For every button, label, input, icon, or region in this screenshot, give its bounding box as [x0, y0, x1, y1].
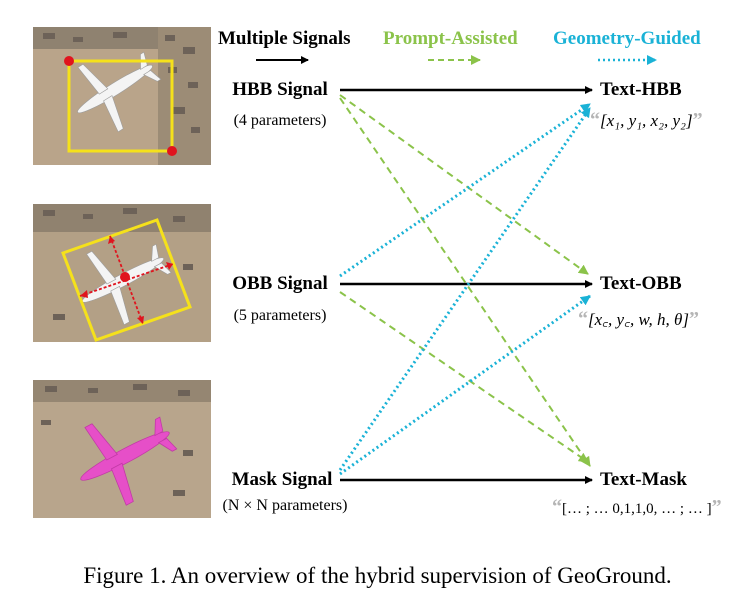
text-obb-label: Text-OBB — [600, 273, 682, 294]
arrow-obb-to-text-mask — [339, 291, 589, 463]
arrow-obb-to-text-hbb — [339, 102, 591, 278]
mask-signal-label: Mask Signal — [231, 469, 333, 490]
text-obb-format: “[x꜀, y꜀, w, h, θ]” — [578, 308, 700, 330]
arrow-hbb-to-text-obb — [339, 94, 589, 275]
mask-aerial-image — [33, 380, 211, 518]
arrow-hbb-to-text-mask — [339, 97, 591, 467]
arrow-mask-to-text-hbb — [338, 107, 592, 471]
mask-signal-params: (N × N parameters) — [222, 497, 348, 514]
obb-signal-label: OBB Signal — [232, 273, 328, 294]
text-hbb-format: “[x₁, y₁, x₂, y₂]” — [590, 109, 703, 131]
obb-aerial-image — [33, 204, 211, 342]
header-multiple-signals: Multiple Signals — [218, 28, 351, 49]
obb-signal-params: (5 parameters) — [233, 307, 327, 324]
text-mask-label: Text-Mask — [600, 469, 687, 490]
arrow-mask-to-text-obb — [339, 294, 591, 476]
header-geometry-guided: Geometry-Guided — [553, 28, 701, 49]
hbb-signal-params: (4 parameters) — [233, 112, 327, 129]
header-prompt-assisted: Prompt-Assisted — [383, 28, 518, 49]
figure-caption: Figure 1. An overview of the hybrid supe… — [83, 563, 672, 588]
text-mask-format: “[… ; … 0,1,1,0, … ; … ]” — [552, 496, 722, 518]
text-hbb-label: Text-HBB — [600, 79, 682, 100]
hbb-signal-label: HBB Signal — [232, 79, 328, 100]
hbb-aerial-image — [33, 27, 211, 165]
